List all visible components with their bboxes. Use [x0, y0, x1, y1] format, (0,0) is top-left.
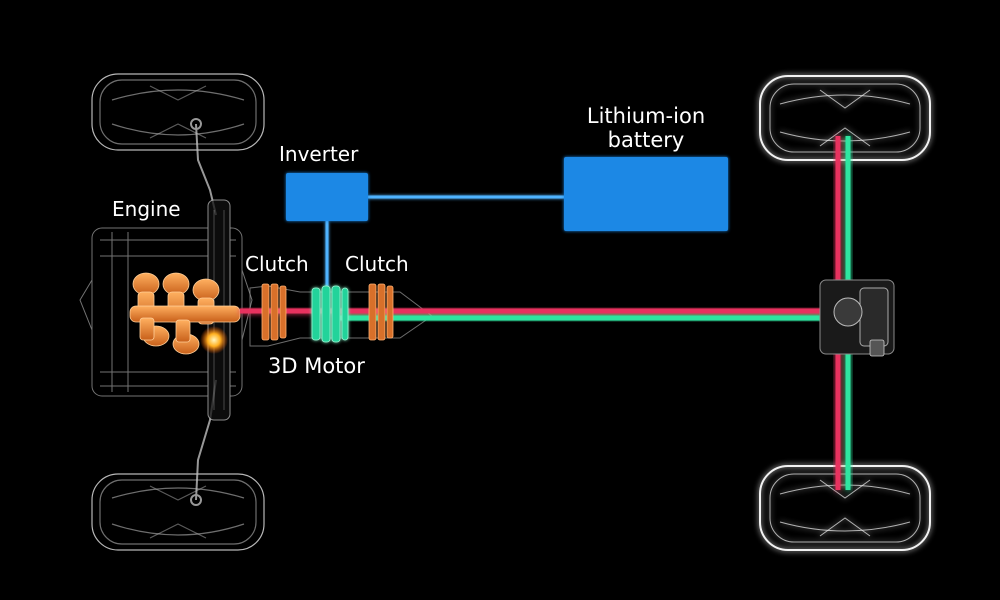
- clutch-left: [261, 283, 287, 341]
- battery-box: [564, 157, 728, 231]
- clutch-right-label: Clutch: [345, 252, 409, 276]
- battery-label-line2: battery: [607, 128, 685, 153]
- tire-rear-left: [91, 473, 265, 551]
- motor-3d: [311, 285, 349, 343]
- rear-differential: [819, 279, 895, 357]
- battery-label: Lithium-ion battery: [562, 104, 730, 152]
- engine-pistons: [129, 272, 241, 355]
- engine-label: Engine: [112, 197, 181, 221]
- engine-block: [79, 199, 253, 421]
- motor-label: 3D Motor: [268, 354, 365, 378]
- clutch-left-label: Clutch: [245, 252, 309, 276]
- clutch-right: [368, 283, 394, 341]
- battery-label-line1: Lithium-ion: [586, 104, 706, 128]
- tire-front-left: [91, 73, 265, 151]
- tire-rear-right: [759, 465, 931, 551]
- inverter-label: Inverter: [279, 142, 359, 166]
- inverter-box: [286, 173, 368, 221]
- combustion-flame: [200, 326, 228, 354]
- tire-front-right: [759, 75, 931, 161]
- hv-wiring: [325, 195, 564, 290]
